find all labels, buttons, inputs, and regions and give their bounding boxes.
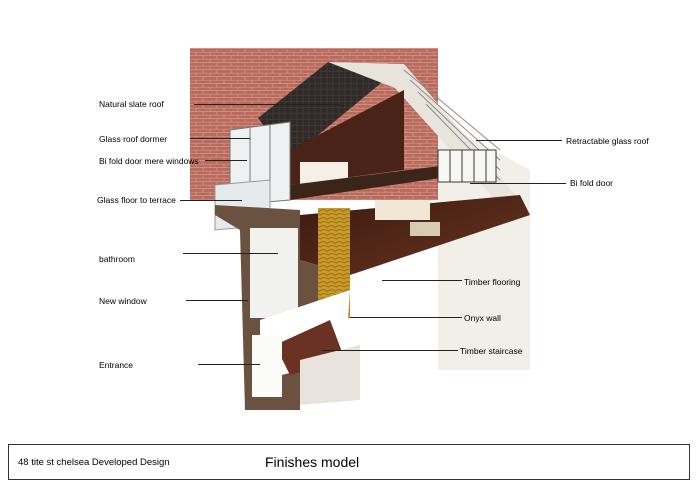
leader-bi-fold-door bbox=[470, 183, 566, 184]
title-block: 48 tite st chelsea Developed Design Fini… bbox=[8, 444, 690, 480]
label-glass-floor-to-terrace: Glass floor to terrace bbox=[97, 195, 176, 205]
sheet-title: Finishes model bbox=[265, 454, 360, 470]
leader-glass-roof-dormer bbox=[190, 138, 250, 139]
label-glass-roof-dormer: Glass roof dormer bbox=[99, 134, 168, 144]
label-retractable-glass-roof: Retractable glass roof bbox=[566, 136, 649, 146]
leader-new-window bbox=[186, 300, 248, 301]
label-new-window: New window bbox=[99, 296, 147, 306]
label-bi-fold-door-mere-windows: Bi fold door mere windows bbox=[99, 156, 199, 166]
project-name: 48 tite st chelsea Developed Design bbox=[18, 457, 170, 468]
leader-bi-fold-door-mere-windows bbox=[205, 160, 247, 161]
bed-icon bbox=[300, 162, 348, 184]
section-model-illustration bbox=[190, 48, 530, 410]
slate-roof bbox=[258, 62, 404, 150]
bathroom-room bbox=[250, 228, 298, 318]
sofa-icon bbox=[375, 200, 430, 220]
label-entrance: Entrance bbox=[99, 360, 134, 370]
leader-timber-staircase bbox=[322, 350, 458, 351]
label-natural-slate-roof: Natural slate roof bbox=[99, 99, 164, 109]
label-timber-staircase: Timber staircase bbox=[460, 346, 523, 356]
leader-glass-floor-to-terrace bbox=[180, 200, 242, 201]
entrance-door bbox=[252, 335, 282, 397]
leader-retractable-glass-roof bbox=[476, 140, 562, 141]
leader-entrance bbox=[198, 364, 260, 365]
table-icon bbox=[410, 222, 440, 236]
label-bathroom: bathroom bbox=[99, 254, 135, 264]
leader-timber-flooring bbox=[382, 280, 462, 281]
label-timber-flooring: Timber flooring bbox=[464, 277, 521, 287]
label-bi-fold-door: Bi fold door bbox=[570, 178, 613, 188]
label-onyx-wall: Onyx wall bbox=[464, 313, 501, 323]
leader-bathroom bbox=[183, 253, 278, 254]
leader-natural-slate-roof bbox=[194, 104, 340, 105]
leader-onyx-wall bbox=[350, 317, 462, 318]
bi-fold-door-frame bbox=[437, 149, 497, 183]
